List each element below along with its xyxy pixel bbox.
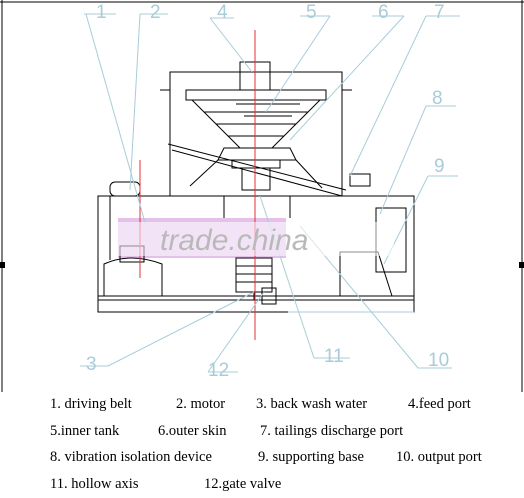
legend-item-8: 8. vibration isolation device <box>50 449 212 465</box>
legend-item-6: 6.outer skin <box>158 423 227 439</box>
hollow-axis-housing <box>235 257 273 293</box>
legend-item-2: 2. motor <box>176 396 226 412</box>
callout-5: 5 <box>306 2 317 23</box>
leader-lines <box>80 13 460 373</box>
callout-1: 1 <box>96 2 107 23</box>
outer-skin-outline <box>169 71 343 197</box>
legend: 1. driving belt 2. motor 3. back wash wa… <box>0 392 524 498</box>
callout-11: 11 <box>324 346 344 367</box>
legend-item-5: 5.inner tank <box>50 423 120 439</box>
legend-item-12: 12.gate valve <box>204 476 282 492</box>
legend-item-4: 4.feed port <box>408 396 471 412</box>
callout-4: 4 <box>217 2 228 23</box>
watermark-band <box>112 222 394 256</box>
callout-labels: 1 2 4 5 6 7 8 9 3 12 11 10 <box>86 2 449 381</box>
legend-item-9: 9. supporting base <box>258 449 364 465</box>
callout-8: 8 <box>432 88 443 109</box>
callout-2: 2 <box>150 2 161 23</box>
callout-9: 9 <box>434 156 445 177</box>
legend-item-10: 10. output port <box>396 449 482 465</box>
legend-item-3: 3. back wash water <box>256 396 368 412</box>
right-marker <box>519 262 524 268</box>
left-marker <box>0 262 5 268</box>
legend-item-7: 7. tailings discharge port <box>260 423 404 439</box>
callout-6: 6 <box>378 2 389 23</box>
watermark-text: trade.china <box>160 224 308 257</box>
legend-item-11: 11. hollow axis <box>50 476 139 492</box>
callout-3: 3 <box>86 354 97 375</box>
gate-valve-outline <box>253 292 272 301</box>
callout-12: 12 <box>208 360 229 381</box>
machine-body <box>97 61 415 313</box>
legend-item-1: 1. driving belt <box>50 396 132 412</box>
machine-drawing: 1 2 4 5 6 7 8 9 3 12 11 10 trade.china <box>0 0 524 392</box>
callout-10: 10 <box>428 350 449 371</box>
callout-7: 7 <box>434 2 445 23</box>
